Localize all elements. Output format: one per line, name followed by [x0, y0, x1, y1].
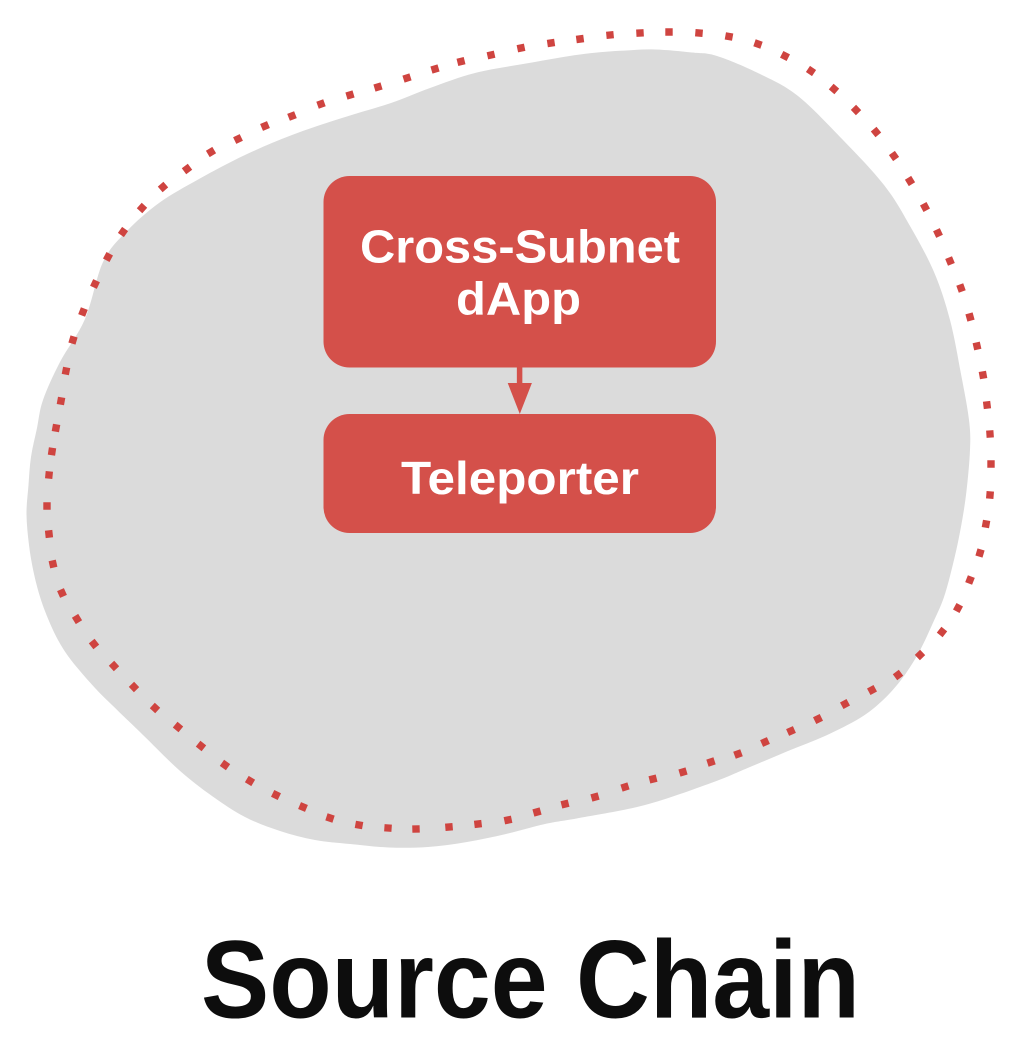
svg-text:dApp: dApp: [456, 273, 581, 325]
svg-text:Cross-Subnet: Cross-Subnet: [360, 220, 680, 272]
svg-text:Teleporter: Teleporter: [401, 452, 639, 504]
svg-text:Source Chain: Source Chain: [201, 918, 860, 1041]
